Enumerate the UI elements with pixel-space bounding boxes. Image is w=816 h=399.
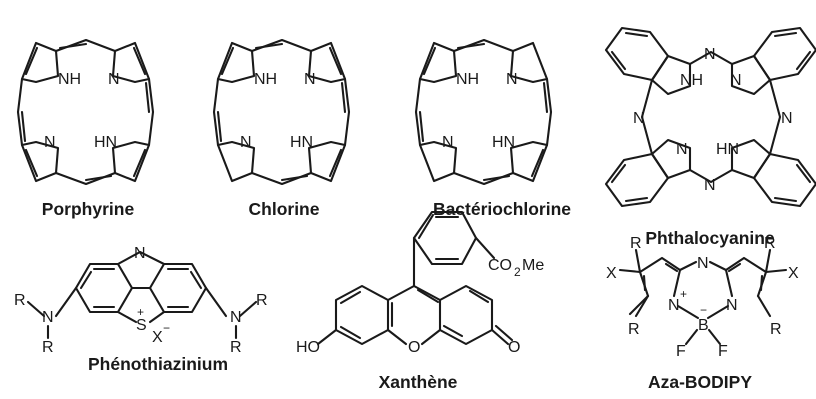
- aza-bodipy-f-left: F: [676, 343, 686, 360]
- phenothiazinium-n-label: N: [134, 245, 146, 262]
- porphyrine-n-label-bottom: N: [44, 134, 56, 151]
- bacteriochlorine-n-label-top: N: [506, 71, 518, 88]
- phthalocyanine-n-label-bottom: N: [676, 141, 688, 158]
- chlorine-hn-label: HN: [290, 134, 313, 151]
- phenothiazinium-r-right-2: R: [230, 339, 242, 356]
- phenothiazinium-x-label: X: [152, 329, 163, 346]
- aza-bodipy-x-left: X: [606, 265, 617, 282]
- phenothiazinium-caption: Phénothiazinium: [88, 354, 228, 374]
- aza-bodipy-n-right: N: [726, 297, 738, 314]
- bacteriochlorine-hn-label: HN: [492, 134, 515, 151]
- aza-bodipy-f-right: F: [718, 343, 728, 360]
- porphyrine-hn-label: HN: [94, 134, 117, 151]
- bacteriochlorine-caption: Bactériochlorine: [433, 199, 571, 219]
- phthalocyanine-n-bridge-top: N: [704, 46, 716, 63]
- xanthene-structure: [316, 210, 514, 346]
- chlorine-structure: [212, 38, 351, 186]
- aza-bodipy-r-bottom-left: R: [628, 321, 640, 338]
- chlorine-n-label-top: N: [304, 71, 316, 88]
- phthalocyanine-structure: [604, 26, 816, 208]
- phthalocyanine-n-bridge-bottom: N: [704, 177, 716, 194]
- aza-bodipy-r-top-right: R: [764, 235, 776, 252]
- phthalocyanine-n-bridge-right: N: [781, 110, 793, 127]
- chlorine-n-label-bottom: N: [240, 134, 252, 151]
- porphyrine-nh-label: NH: [58, 71, 81, 88]
- bacteriochlorine-nh-label: NH: [456, 71, 479, 88]
- aza-bodipy-n-bridge: N: [697, 255, 709, 272]
- porphyrine-structure: [16, 38, 155, 186]
- xanthene-o-bridge-label: O: [408, 339, 420, 356]
- phthalocyanine-caption: Phthalocyanine: [645, 228, 775, 248]
- phenothiazinium-structure: [26, 250, 258, 340]
- aza-bodipy-caption: Aza-BODIPY: [648, 372, 752, 392]
- phthalocyanine-n-label-top: N: [730, 72, 742, 89]
- phenothiazinium-plus-label: +: [137, 305, 144, 319]
- xanthene-me-label: Me: [522, 257, 544, 274]
- porphyrine-n-label-top: N: [108, 71, 120, 88]
- phenothiazinium-minus-label: −: [163, 321, 170, 335]
- aza-bodipy-structure: [618, 248, 788, 346]
- aza-bodipy-minus-label: −: [700, 303, 707, 317]
- chlorine-nh-label: NH: [254, 71, 277, 88]
- xanthene-subscript-2: 2: [514, 265, 521, 279]
- aza-bodipy-r-top-left: R: [630, 235, 642, 252]
- phthalocyanine-n-bridge-left: N: [633, 110, 645, 127]
- aza-bodipy-x-right: X: [788, 265, 799, 282]
- chlorine-caption: Chlorine: [249, 199, 320, 219]
- phthalocyanine-nh-label: NH: [680, 72, 703, 89]
- xanthene-caption: Xanthène: [379, 372, 458, 392]
- bacteriochlorine-structure: [414, 38, 553, 186]
- bacteriochlorine-n-label-bottom: N: [442, 134, 454, 151]
- aza-bodipy-n-left: N: [668, 297, 680, 314]
- xanthene-co-label: CO: [488, 257, 512, 274]
- aza-bodipy-plus-label: +: [680, 287, 687, 301]
- phenothiazinium-r-left-1: R: [14, 292, 26, 309]
- phenothiazinium-s-label: S: [136, 317, 147, 334]
- phenothiazinium-r-left-2: R: [42, 339, 54, 356]
- phenothiazinium-r-right-1: R: [256, 292, 268, 309]
- aza-bodipy-r-bottom-right: R: [770, 321, 782, 338]
- xanthene-ho-label: HO: [296, 339, 320, 356]
- xanthene-o-carbonyl-label: O: [508, 339, 520, 356]
- phthalocyanine-hn-label: HN: [716, 141, 739, 158]
- porphyrine-caption: Porphyrine: [42, 199, 135, 219]
- phenothiazinium-n-left: N: [42, 309, 54, 326]
- phenothiazinium-n-right: N: [230, 309, 242, 326]
- aza-bodipy-b-label: B: [698, 317, 709, 334]
